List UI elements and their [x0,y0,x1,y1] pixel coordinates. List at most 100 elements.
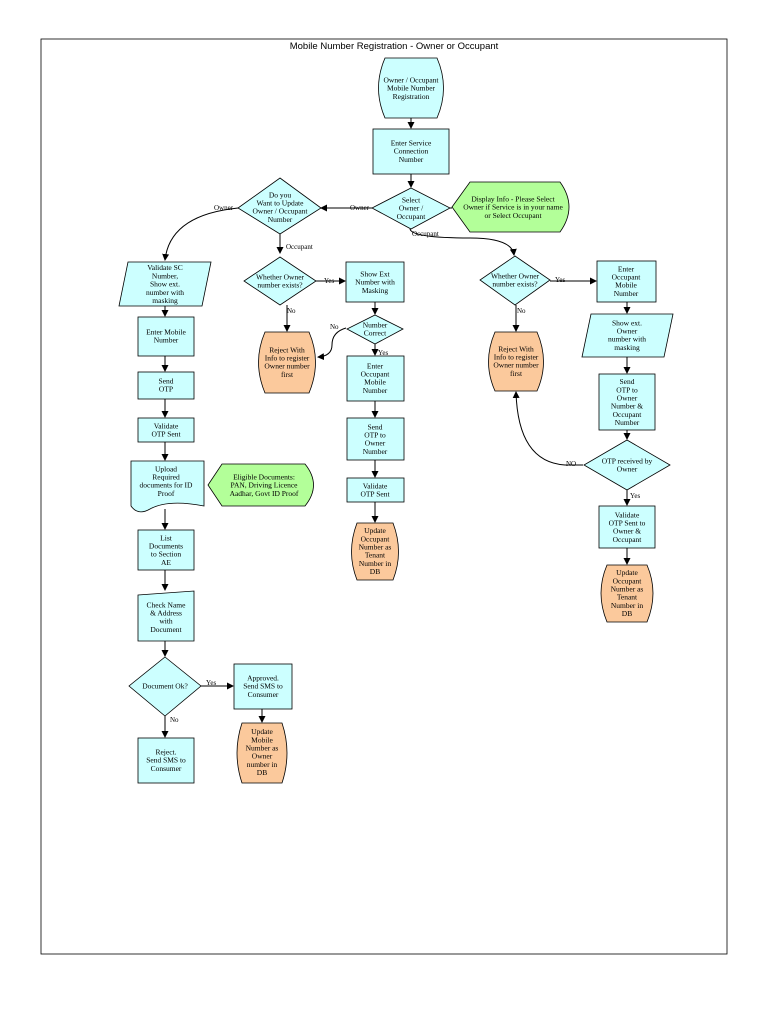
label-line: DB [370,567,380,576]
label-line: Mobile [615,281,637,290]
label-line: documents for ID [140,481,193,490]
label-line: OTP Sent [151,430,181,439]
label-line: Connection [394,147,429,156]
label-line: Tenant [617,593,638,602]
label-line: Occupant [612,273,642,282]
edge-want-owner [162,207,239,261]
label-line: masking [614,343,640,352]
node-document-ok [128,656,202,717]
label-line: Validate [615,510,640,519]
label-line: Enter Mobile [146,328,186,337]
label-line: Tenant [365,551,386,560]
label-line: Send SMS to [243,682,283,691]
node-send-otp-left [137,371,195,400]
label-no-otp: NO [566,460,576,468]
label-line: Number [363,386,388,395]
node-reject-info-right [488,331,544,392]
label-line: Owner / [399,204,424,213]
edge-otprcv-no [512,391,583,466]
node-owner-exists-right [479,255,551,306]
label-line: Consumer [151,764,182,773]
label-line: Owner / Occupant [253,207,309,216]
label-line: Reject With [269,345,305,354]
label-line: OTP Sent to [609,519,646,528]
label-no-right: No [517,307,526,315]
label-line: Number as [359,543,392,552]
label-line: number exists? [257,281,303,290]
label-no-correct: No [330,323,339,331]
label-line: Number & [611,402,643,411]
label-line: Whether Owner [256,273,305,282]
label-line: with [159,617,173,626]
label-line: & Address [150,609,182,618]
label-occupant-mid: Occupant [286,243,313,251]
label-line: Documents [149,542,183,551]
label-line: Occupant [613,576,643,585]
label-line: Number [363,447,388,456]
node-validate-otp-both [598,505,656,549]
label-line: Reject With [498,344,534,353]
edge-correct-no [317,327,347,361]
node-upload-docs [130,460,205,513]
label-line: Number [363,321,388,330]
edges [161,118,631,738]
label-line: Correct [364,329,387,338]
label-line: Enter [618,264,635,273]
label-line: Owner / Occupant [384,75,440,84]
node-list-docs [137,529,195,571]
label-line: Enter [367,361,384,370]
label-line: PAN, Driving Licence [230,481,298,490]
node-show-ext-right [581,313,674,358]
label-line: Info to register [494,353,539,362]
node-approved [233,663,293,710]
label-line: Proof [158,489,175,498]
label-line: Owner number [493,361,539,370]
label-line: Number [268,215,293,224]
node-validate-otp-mid [346,477,405,503]
label-yes-right: Yes [555,276,565,284]
label-owner-left: Owner [214,204,234,212]
node-eligible-docs [207,463,314,507]
label-line: Enter Service [391,138,432,147]
label-no-doc: No [170,716,179,724]
node-send-otp-both [598,373,656,431]
label-line: Owner [365,439,386,448]
label-line: Check Name [147,600,187,609]
label-line: Number as [246,744,279,753]
label-occupant-right: Occupant [412,230,439,238]
label-line: Show ext. [612,318,642,327]
label-line: first [281,370,294,379]
label-line: Registration [393,92,430,101]
node-show-ext-mid [345,261,405,303]
label-line: Number as [611,585,644,594]
label-line: number with [608,335,646,344]
label-line: Send [620,377,635,386]
label-line: Document [150,625,182,634]
edge-select-occupant [409,228,517,256]
node-check-name [137,590,195,642]
label-line: Owner [617,394,638,403]
label-line: Validate [154,422,179,431]
label-line: Info to register [265,354,310,363]
label-line: Required [152,473,180,482]
label-line: Number [614,289,639,298]
label-line: Document Ok? [142,682,188,691]
